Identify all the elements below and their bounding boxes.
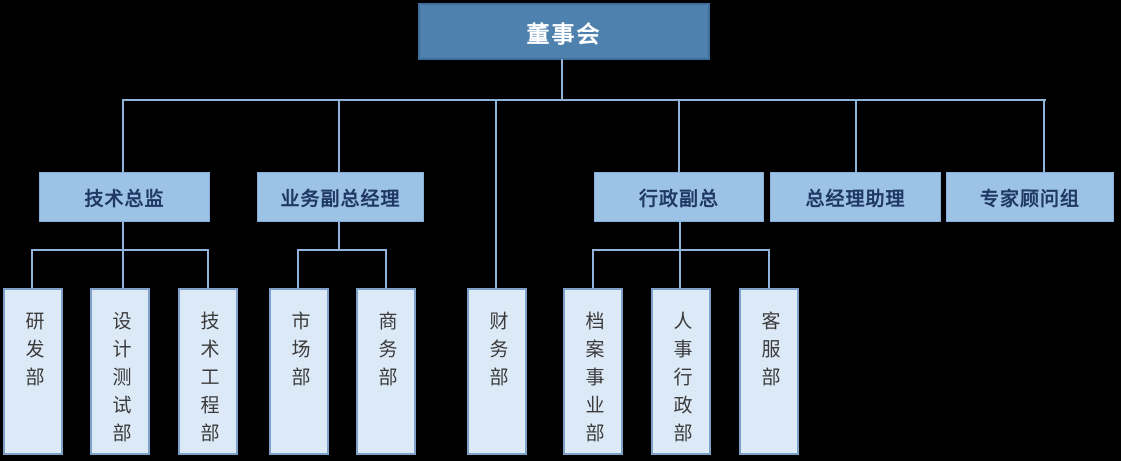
- org-node-label: 行政副总: [638, 188, 719, 210]
- connector-drop-customer-service-dept: [768, 249, 770, 288]
- org-node-business-vp[interactable]: 业务副总经理: [257, 172, 424, 222]
- connector-admin-horizontal: [592, 249, 770, 251]
- connector-admin-stub: [679, 222, 681, 288]
- org-node-label: 技术工程部: [197, 311, 219, 451]
- org-node-commerce-dept[interactable]: 商务部: [356, 288, 416, 455]
- org-node-label: 财务部: [486, 311, 508, 395]
- connector-tech-horizontal: [31, 249, 209, 251]
- org-node-gm-assistant[interactable]: 总经理助理: [770, 172, 941, 222]
- connector-top-horizontal: [122, 99, 1046, 101]
- connector-drop-tech-director: [122, 99, 124, 172]
- connector-drop-rd-dept: [31, 249, 33, 288]
- org-node-label: 商务部: [375, 311, 397, 395]
- org-node-label: 档案事业部: [582, 311, 604, 451]
- connector-drop-marketing-dept: [297, 249, 299, 288]
- org-node-label: 业务副总经理: [280, 188, 401, 210]
- org-node-board[interactable]: 董事会: [418, 3, 710, 60]
- org-node-label: 设计测试部: [109, 311, 131, 451]
- connector-drop-tech-engineering-dept: [207, 249, 209, 288]
- org-node-admin-vp[interactable]: 行政副总: [594, 172, 764, 222]
- org-node-tech-director[interactable]: 技术总监: [39, 172, 210, 222]
- connector-drop-gm-assistant: [855, 99, 857, 172]
- connector-drop-expert-advisors: [1043, 99, 1045, 172]
- org-node-label: 专家顾问组: [979, 188, 1080, 210]
- org-node-finance-dept[interactable]: 财务部: [467, 288, 527, 455]
- connector-drop-admin-vp: [678, 99, 680, 172]
- connector-drop-commerce-dept: [385, 249, 387, 288]
- connector-root-stub: [561, 59, 563, 100]
- connector-drop-finance-dept: [495, 99, 497, 288]
- org-node-label: 市场部: [288, 311, 310, 395]
- org-node-expert-advisors[interactable]: 专家顾问组: [946, 172, 1114, 222]
- org-node-customer-service-dept[interactable]: 客服部: [739, 288, 799, 455]
- org-node-design-test-dept[interactable]: 设计测试部: [90, 288, 150, 455]
- connector-business-horizontal: [297, 249, 387, 251]
- org-node-label: 技术总监: [84, 188, 165, 210]
- org-node-tech-engineering-dept[interactable]: 技术工程部: [178, 288, 238, 455]
- connector-drop-archives-dept: [592, 249, 594, 288]
- org-node-label: 客服部: [758, 311, 780, 395]
- org-node-archives-dept[interactable]: 档案事业部: [563, 288, 623, 455]
- org-node-label: 研发部: [22, 311, 44, 395]
- org-node-label: 总经理助理: [805, 188, 906, 210]
- org-node-rd-dept[interactable]: 研发部: [3, 288, 63, 455]
- org-node-hr-admin-dept[interactable]: 人事行政部: [651, 288, 711, 455]
- connector-drop-business-vp: [338, 99, 340, 172]
- org-node-label: 董事会: [526, 20, 602, 47]
- connector-business-stub: [338, 222, 340, 251]
- org-node-marketing-dept[interactable]: 市场部: [269, 288, 329, 455]
- org-node-label: 人事行政部: [670, 311, 692, 451]
- connector-tech-stub: [122, 222, 124, 288]
